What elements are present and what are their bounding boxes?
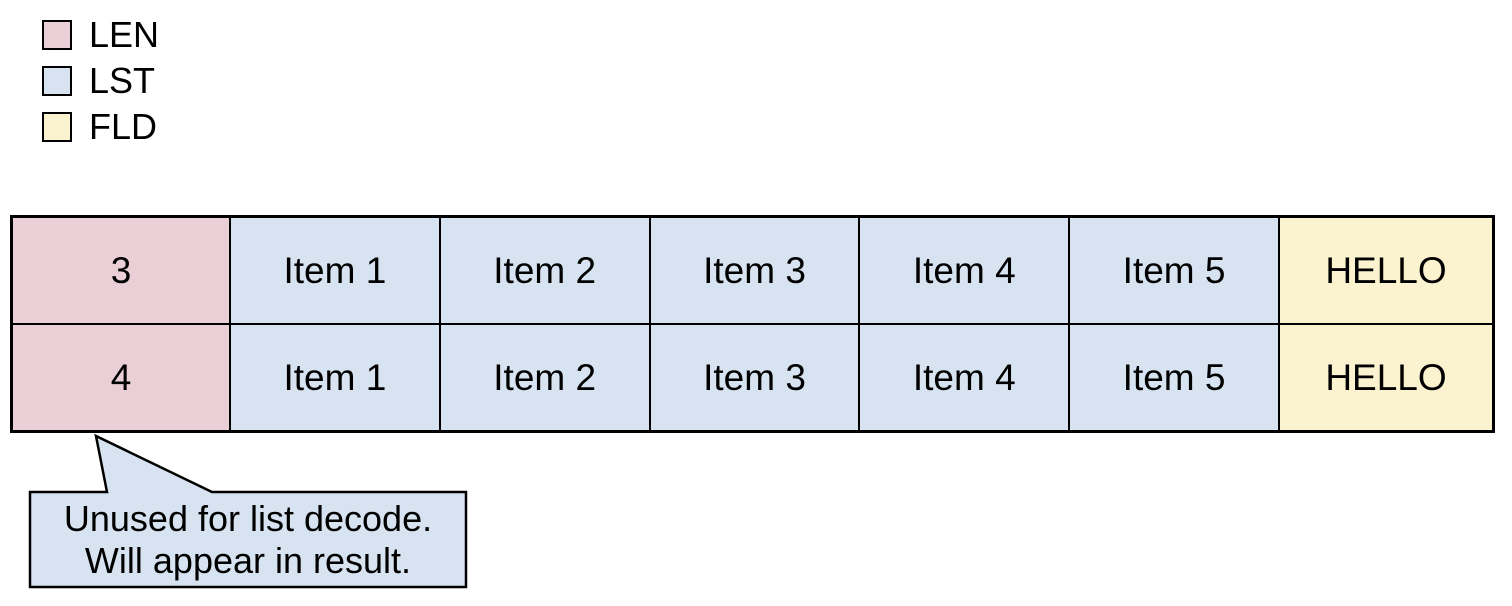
byte-layout-table: 3 Item 1 Item 2 Item 3 Item 4 Item 5 HEL… <box>10 215 1495 433</box>
callout-line-2: Will appear in result. <box>84 539 412 581</box>
callout-note: Unused for list decode. Will appear in r… <box>30 492 466 587</box>
legend-swatch-len <box>42 20 72 50</box>
legend-label-lst: LST <box>89 60 156 101</box>
cell-field-hello: HELLO <box>1277 218 1492 323</box>
cell-item-2: Item 2 <box>438 325 649 430</box>
cell-item-3: Item 3 <box>648 218 859 323</box>
legend-swatch-lst <box>42 66 72 96</box>
legend-item-fld: FLD <box>42 106 159 147</box>
cell-item-4: Item 4 <box>858 325 1069 430</box>
legend: LEN LST FLD <box>42 14 160 158</box>
cell-item-4: Item 4 <box>858 218 1069 323</box>
legend-label-len: LEN <box>89 14 160 55</box>
legend-label-fld: FLD <box>89 106 158 147</box>
table-row-1: 3 Item 1 Item 2 Item 3 Item 4 Item 5 HEL… <box>13 218 1492 323</box>
cell-item-2: Item 2 <box>438 218 649 323</box>
cell-len-4: 4 <box>13 325 229 430</box>
callout-line-1: Unused for list decode. <box>63 497 433 539</box>
cell-len-3: 3 <box>13 218 229 323</box>
cell-item-3: Item 3 <box>648 325 859 430</box>
table-row-2: 4 Item 1 Item 2 Item 3 Item 4 Item 5 HEL… <box>13 323 1492 430</box>
legend-item-len: LEN <box>42 14 160 55</box>
legend-item-lst: LST <box>42 60 159 101</box>
cell-item-5: Item 5 <box>1068 218 1278 323</box>
legend-swatch-fld <box>42 112 72 142</box>
cell-field-hello: HELLO <box>1277 325 1492 430</box>
cell-item-1: Item 1 <box>229 218 439 323</box>
cell-item-5: Item 5 <box>1068 325 1278 430</box>
cell-item-1: Item 1 <box>229 325 439 430</box>
